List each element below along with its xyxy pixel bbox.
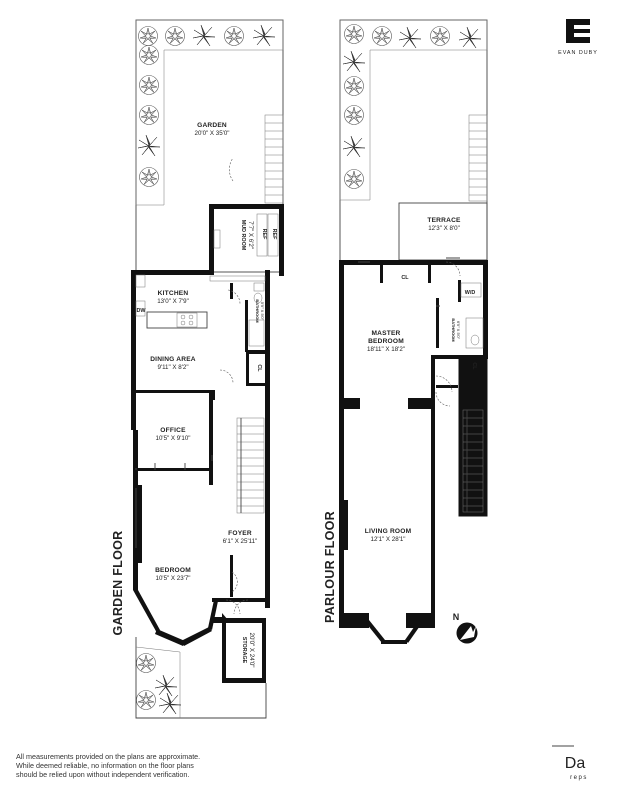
disclaimer: All measurements provided on the plans a… — [16, 752, 376, 779]
parlour-bathroom-label: BATHROOM — [451, 318, 456, 342]
entrance-arrow — [212, 613, 228, 627]
disclaimer-line-2: While deemed reliable, no information on… — [16, 761, 194, 770]
parlour-interior-walls — [339, 265, 461, 550]
storage-label: STORAGE — [241, 637, 247, 664]
terrace-label: TERRACE — [427, 217, 461, 224]
living-room-dims: 12'1" X 28'1" — [371, 536, 406, 543]
mudroom-fixtures — [213, 213, 279, 257]
reps-logo: Da reps — [552, 745, 588, 781]
master-bedroom-label-2: BEDROOM — [368, 338, 404, 345]
garden-label: GARDEN — [197, 122, 227, 129]
parlour-floor-label: PARLOUR FLOOR — [323, 511, 337, 623]
reps-logo-mark: Da — [565, 755, 586, 772]
kitchen-label: KITCHEN — [158, 290, 189, 297]
parlour-garden-stair — [468, 114, 488, 202]
parlour-stair — [462, 409, 484, 513]
planting-bed-outline — [135, 19, 284, 206]
brand-name: EVAN DUBY — [558, 50, 598, 56]
living-room-label: LIVING ROOM — [365, 528, 412, 535]
parlour-bed-outline — [339, 19, 488, 201]
garden-stair — [264, 114, 284, 204]
master-bedroom-dims: 18'11" X 18'2" — [367, 346, 405, 353]
dining-area-dims: 9'11" X 8'2" — [157, 364, 188, 371]
north-compass: N — [453, 612, 478, 644]
dw-label: DW — [137, 308, 147, 314]
door-swings — [219, 157, 249, 615]
wd-label: W/D — [465, 290, 476, 296]
kitchen-fixtures — [135, 274, 266, 329]
foyer-stair — [236, 417, 265, 514]
window-marks — [135, 455, 213, 548]
bathroom-fixtures — [248, 282, 265, 347]
evan-duby-logo: EVAN DUBY — [558, 19, 598, 56]
parlour-floor-plan: TERRACE 12'3" X 8'0" CL W/D MASTER BEDRO… — [323, 19, 488, 644]
terrace-dims: 12'3" X 8'0" — [428, 225, 460, 232]
bedroom-dims: 10'5" X 23'7" — [156, 575, 191, 582]
parlour-closet-label-1: CL — [401, 275, 409, 281]
storage-dims: 20'0" X 24'0" — [248, 633, 255, 668]
garden-plants — [137, 24, 276, 187]
bedroom-label: BEDROOM — [155, 567, 191, 574]
master-bedroom-label-1: MASTER — [371, 330, 400, 337]
dining-area-label: DINING AREA — [150, 356, 196, 363]
parlour-door-swings — [435, 261, 461, 407]
kitchen-dims: 13'0" X 7'9" — [157, 298, 189, 305]
parlour-window-marks — [358, 257, 460, 307]
mudroom-label: MUD ROOM — [240, 220, 246, 251]
parlour-floor-walls — [339, 260, 488, 644]
ref-label-1: REF — [261, 229, 267, 240]
compass-letter: N — [453, 612, 460, 622]
garden-dims: 20'0" X 35'0" — [195, 130, 230, 137]
ref-label-2: REF — [271, 229, 277, 240]
garden-floor-interior-walls — [133, 283, 268, 597]
reps-logo-text: reps — [570, 775, 588, 781]
disclaimer-line-1: All measurements provided on the plans a… — [16, 752, 201, 761]
foyer-dims: 6'1" X 25'11" — [223, 538, 258, 545]
office-label: OFFICE — [160, 427, 186, 434]
mudroom-dims: 7'7" X 6'2" — [247, 221, 254, 249]
garden-floor-walls — [131, 204, 284, 683]
parlour-bathroom-fixtures — [460, 282, 484, 349]
garden-bathroom-dims: 5'9" X 5'0" — [260, 302, 265, 321]
parlour-bathroom-dims: 6'9" X 5'0" — [456, 321, 461, 340]
foyer-label: FOYER — [228, 530, 252, 537]
office-dims: 10'5" X 9'10" — [156, 435, 191, 442]
garden-closet-label: CL — [256, 364, 262, 372]
parlour-plants — [342, 24, 482, 189]
garden-floor-plan: GARDEN 20'0" X 35'0" MUD ROOM 7'7" X 6'2… — [111, 19, 284, 719]
parlour-garden-boundary — [339, 19, 488, 264]
parlour-closet-label-2: CL — [471, 362, 477, 370]
garden-floor-label: GARDEN FLOOR — [111, 531, 125, 636]
front-garden — [135, 637, 267, 719]
garden-bathroom-label: BATHROOM — [255, 299, 260, 323]
disclaimer-line-3: should be relied upon without independen… — [16, 770, 190, 779]
